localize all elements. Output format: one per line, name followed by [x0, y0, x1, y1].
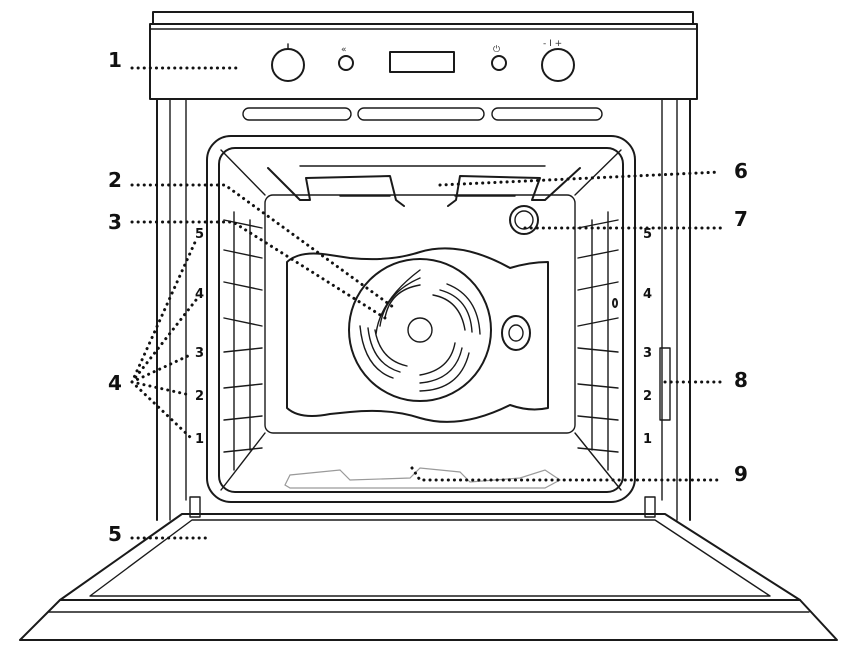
top-heating-element	[267, 167, 581, 207]
back-wall	[264, 194, 576, 434]
callout-5: 5	[108, 522, 122, 546]
callout-4: 4	[108, 371, 122, 395]
callout-8: 8	[734, 368, 748, 392]
callout-6: 6	[734, 159, 748, 183]
callout-labels: 1 2 3 4 5 6 7 8 9	[108, 48, 748, 546]
shelf-wire-left	[223, 249, 263, 259]
shelf-rail-right	[591, 211, 609, 471]
callout-3: 3	[108, 210, 122, 234]
control-panel: « ⏻ - I +	[149, 11, 698, 100]
callout-2: 2	[108, 168, 122, 192]
shelf-wire-left	[223, 447, 263, 453]
fan-button	[338, 55, 354, 71]
callout-1: 1	[108, 48, 122, 72]
shelf-left-5: 5	[195, 227, 204, 242]
cooling-fan-slot	[659, 347, 671, 421]
cavity-frame-outer	[206, 135, 636, 503]
shelf-left-3: 3	[195, 346, 204, 361]
shelf-wire-right	[577, 347, 619, 353]
vent-slot-middle	[357, 107, 485, 121]
shelf-wire-left	[223, 347, 263, 353]
callout-7: 7	[734, 207, 748, 231]
door-front-edge	[19, 599, 838, 641]
shelf-level-labels: 5 4 3 2 1 5 4 3 2 1	[195, 227, 652, 447]
leader-2	[130, 183, 395, 309]
leader-lines	[130, 66, 724, 540]
leader-3	[130, 220, 387, 320]
shelf-left-2: 2	[195, 389, 204, 404]
corner-bl	[220, 432, 266, 491]
shelf-left-4: 4	[195, 287, 204, 302]
shelf-wire-right	[577, 383, 619, 389]
oven-cavity	[206, 135, 671, 503]
timer-button	[491, 55, 507, 71]
display-window	[389, 51, 455, 73]
shelf-wire-right	[577, 415, 619, 421]
shelf-rail-left	[233, 211, 251, 471]
top-trim	[152, 11, 694, 25]
oven-door	[19, 496, 838, 641]
shelf-wire-right	[577, 281, 619, 291]
callout-9: 9	[734, 462, 748, 486]
selector-knob	[271, 48, 305, 82]
shelf-right-4: 4	[643, 287, 652, 302]
bottom-element	[284, 467, 562, 489]
fan-cover	[286, 247, 549, 423]
fan-housing	[348, 258, 492, 402]
corner-tr	[574, 149, 622, 196]
shelf-right-2: 2	[643, 389, 652, 404]
vent-slot-right	[491, 107, 603, 121]
corner-br	[574, 432, 622, 491]
oven-light-inner	[514, 210, 534, 230]
shelf-wire-right	[577, 447, 619, 453]
thermostat-knob	[541, 48, 575, 82]
shelf-wire-right	[577, 249, 619, 259]
cabinet	[156, 98, 691, 521]
timer-symbol: ⏻	[493, 44, 500, 55]
shelf-wire-left	[223, 281, 263, 291]
door-glass-inner	[89, 519, 771, 597]
door-switch	[612, 298, 618, 308]
control-panel-face	[149, 23, 698, 100]
shelf-wire-left	[223, 415, 263, 421]
cavity-frame-inner	[218, 147, 624, 493]
shelf-right-3: 3	[643, 346, 652, 361]
shelf-left-1: 1	[195, 432, 204, 447]
door-glass	[59, 513, 801, 601]
shelf-guides-right	[577, 211, 619, 471]
shelf-right-5: 5	[643, 227, 652, 242]
rear-lamp-inner	[508, 324, 524, 342]
leader-6	[438, 170, 722, 187]
shelf-guides-left	[223, 211, 263, 471]
corner-tl	[220, 149, 266, 196]
door-hinge-right	[644, 496, 656, 518]
oven-light	[509, 205, 539, 235]
vent-slot-left	[242, 107, 352, 121]
shelf-wire-right	[577, 219, 619, 229]
fan-symbol: «	[341, 45, 347, 55]
shelf-wire-left	[223, 383, 263, 389]
rear-lamp-cover	[501, 315, 531, 351]
shelf-wire-left	[223, 317, 263, 327]
leader-9	[410, 466, 724, 482]
leader-4	[130, 238, 198, 439]
thermostat-symbol: - I +	[543, 39, 562, 49]
fan-blades	[359, 269, 481, 392]
door-hinge-left	[189, 496, 201, 518]
shelf-right-1: 1	[643, 432, 652, 447]
shelf-wire-right	[577, 317, 619, 327]
